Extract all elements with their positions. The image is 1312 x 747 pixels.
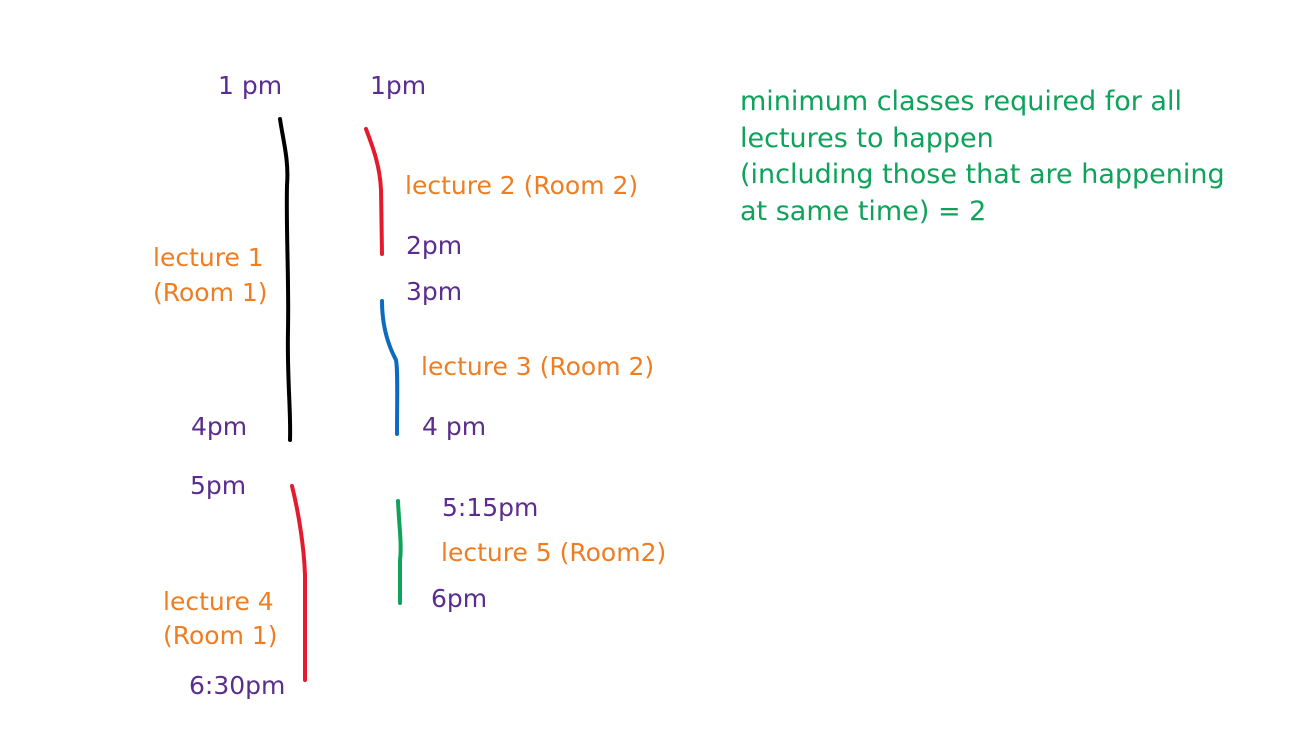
time-label-1pm-left: 1 pm bbox=[218, 71, 283, 100]
summary-note-line: minimum classes required for all bbox=[740, 86, 1182, 117]
time-label-4pm-left: 4pm bbox=[191, 412, 248, 441]
lecture-4-label: lecture 4 bbox=[163, 587, 274, 616]
lecture-4-stroke bbox=[290, 484, 307, 682]
lecture-3-label: lecture 3 (Room 2) bbox=[421, 352, 655, 381]
lecture-5-stroke bbox=[396, 499, 403, 605]
time-label-1pm-right: 1pm bbox=[370, 71, 427, 100]
summary-note: minimum classes required for all lecture… bbox=[740, 84, 1225, 230]
lecture-3-stroke bbox=[380, 299, 400, 436]
time-label-2pm: 2pm bbox=[406, 231, 463, 260]
lecture-2-stroke bbox=[364, 127, 384, 256]
lecture-1-label: lecture 1 bbox=[153, 243, 264, 272]
lecture-1-stroke bbox=[278, 117, 293, 442]
time-label-630pm: 6:30pm bbox=[189, 671, 286, 700]
lecture-1-room-label: (Room 1) bbox=[153, 278, 268, 307]
summary-note-line: at same time) = 2 bbox=[740, 195, 987, 227]
time-label-3pm: 3pm bbox=[406, 277, 463, 306]
summary-note-line: (including those that are happening bbox=[740, 159, 1225, 190]
lecture-4-room-label: (Room 1) bbox=[163, 621, 278, 650]
time-label-4pm-right: 4 pm bbox=[422, 412, 487, 441]
summary-note-line: lectures to happen bbox=[740, 122, 994, 154]
time-label-515pm: 5:15pm bbox=[442, 493, 539, 522]
lecture-5-label: lecture 5 (Room2) bbox=[441, 538, 667, 567]
lecture-2-label: lecture 2 (Room 2) bbox=[405, 171, 639, 200]
time-label-5pm: 5pm bbox=[190, 471, 247, 500]
time-label-6pm: 6pm bbox=[431, 584, 488, 613]
